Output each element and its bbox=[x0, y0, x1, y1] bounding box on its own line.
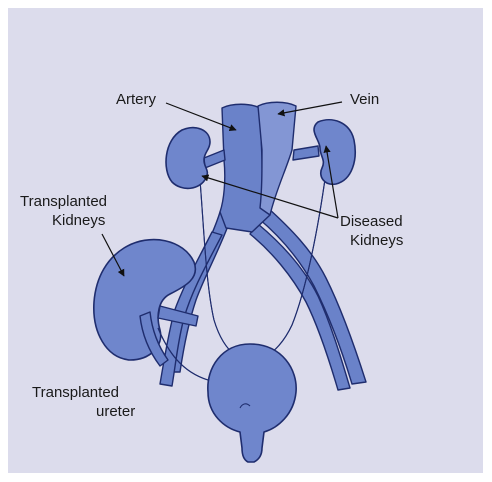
label-transplanted-ureter-line1: Transplanted bbox=[32, 384, 119, 402]
right-renal-vessel bbox=[293, 146, 319, 160]
label-transplanted-kidneys-line1: Transplanted bbox=[20, 193, 107, 211]
label-diseased-kidneys-line2: Kidneys bbox=[350, 232, 403, 250]
label-transplanted-kidneys-line2: Kidneys bbox=[52, 212, 105, 230]
left-renal-vessel bbox=[204, 150, 225, 168]
label-diseased-kidneys-line1: Diseased bbox=[340, 213, 403, 231]
right-diseased-kidney bbox=[314, 120, 355, 185]
label-artery: Artery bbox=[116, 91, 156, 109]
bladder bbox=[208, 344, 296, 462]
left-diseased-kidney bbox=[166, 128, 210, 189]
label-transplanted-ureter-line2: ureter bbox=[96, 403, 135, 421]
vena-cava bbox=[258, 102, 296, 215]
label-vein: Vein bbox=[350, 91, 379, 109]
